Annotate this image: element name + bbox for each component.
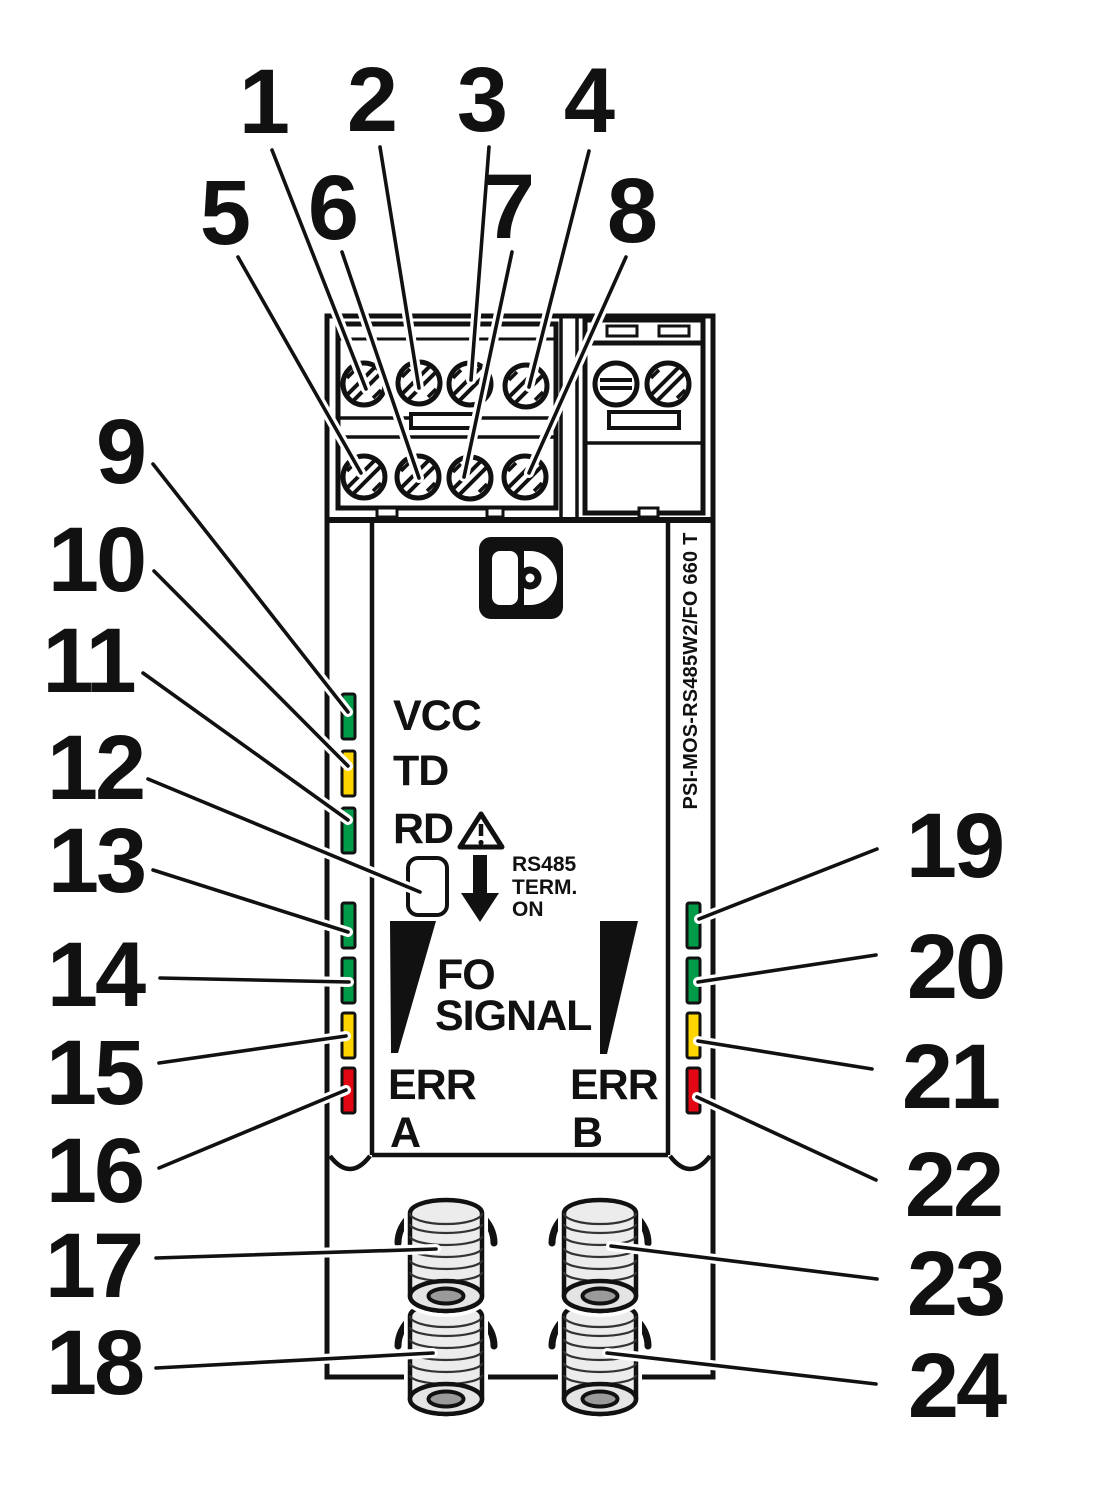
phoenix-contact-logo <box>479 537 563 619</box>
callout-number-17: 17 <box>44 1215 144 1317</box>
callout-line-16 <box>154 1085 351 1173</box>
callout-line-21 <box>693 1036 877 1074</box>
led-column-right <box>685 901 702 1115</box>
port-b-label: B <box>572 1109 603 1157</box>
vcc-label: VCC <box>393 692 482 740</box>
term-on-arrow-icon <box>461 855 499 922</box>
callout-number-7: 7 <box>483 156 535 258</box>
fo-port-b-upper[interactable] <box>552 1200 648 1311</box>
callout-number-22: 22 <box>904 1134 1004 1236</box>
warning-triangle-icon <box>457 811 505 850</box>
left-strip-bottom-arc <box>328 1154 372 1172</box>
callout-number-4: 4 <box>563 50 615 152</box>
fo-signal-b-yellow-led <box>685 1011 702 1060</box>
callout-number-12: 12 <box>46 717 146 819</box>
callout-number-19: 19 <box>905 795 1005 897</box>
model-name-label: PSI-MOS-RS485W2/FO 660 T <box>680 532 702 810</box>
callout-number-23: 23 <box>906 1233 1006 1335</box>
callout-line-23 <box>606 1241 882 1284</box>
callout-number-3: 3 <box>456 49 508 151</box>
fo-signal-b-green-led-1 <box>685 901 702 950</box>
callout-line-7 <box>459 247 517 482</box>
callout-number-20: 20 <box>906 916 1006 1018</box>
fo-signal-wedge-b <box>600 921 638 1054</box>
callout-line-15 <box>154 1031 351 1068</box>
callout-line-6 <box>337 247 424 483</box>
callout-number-24: 24 <box>907 1335 1007 1437</box>
jumper-window-left <box>409 412 477 430</box>
callout-line-22 <box>692 1092 881 1185</box>
callout-line-9 <box>148 459 353 717</box>
terminal-block-left <box>335 321 559 519</box>
callout-line-3 <box>466 142 494 385</box>
right-strip-bottom-arc <box>668 1154 712 1172</box>
fo-label: FO <box>437 951 496 999</box>
config-screw-horizontal[interactable] <box>595 363 637 405</box>
rd-label: RD <box>393 805 454 853</box>
signal-label: SIGNAL <box>435 992 592 1040</box>
callout-number-13: 13 <box>47 810 147 912</box>
callout-number-15: 15 <box>45 1022 145 1124</box>
rs485-term-on-label: RS485 TERM. ON <box>512 853 578 921</box>
fo-signal-wedge-a <box>390 921 436 1053</box>
callout-number-14: 14 <box>46 924 146 1026</box>
callout-line-20 <box>693 950 881 987</box>
callout-number-9: 9 <box>95 401 147 503</box>
callout-line-12 <box>143 774 425 897</box>
err-b-led <box>685 1066 702 1115</box>
callout-line-24 <box>602 1348 881 1389</box>
callout-line-11 <box>138 668 353 825</box>
err-a-label: ERR <box>388 1061 477 1109</box>
callout-number-8: 8 <box>606 160 658 262</box>
callout-number-5: 5 <box>199 162 251 264</box>
callout-line-13 <box>148 865 353 937</box>
callout-line-19 <box>694 844 882 924</box>
callout-lines <box>138 142 882 1389</box>
callout-number-6: 6 <box>307 157 359 259</box>
callout-line-14 <box>155 973 354 987</box>
callout-line-4 <box>524 146 594 392</box>
callout-line-8 <box>524 252 631 478</box>
config-screw-diagonal[interactable] <box>647 363 689 405</box>
callout-number-10: 10 <box>47 509 147 611</box>
callout-number-16: 16 <box>45 1120 145 1222</box>
terminal-screw-8[interactable] <box>504 456 546 498</box>
callout-number-11: 11 <box>42 610 136 712</box>
jumper-window-right <box>607 410 681 430</box>
terminal-block-right <box>582 317 706 519</box>
err-b-label: ERR <box>570 1061 659 1109</box>
callout-line-18 <box>151 1348 438 1373</box>
callout-number-2: 2 <box>346 49 398 151</box>
callout-number-21: 21 <box>901 1026 1001 1128</box>
callout-line-1 <box>267 145 371 394</box>
callout-line-2 <box>375 142 424 393</box>
fo-port-a-upper[interactable] <box>398 1200 494 1311</box>
port-a-label: A <box>390 1109 421 1157</box>
terminal-channel <box>559 318 579 518</box>
callout-number-18: 18 <box>45 1312 145 1414</box>
callout-line-10 <box>149 566 353 771</box>
td-label: TD <box>393 747 449 795</box>
callout-line-5 <box>233 252 366 478</box>
callout-number-1: 1 <box>238 51 290 153</box>
callout-line-17 <box>151 1244 441 1263</box>
